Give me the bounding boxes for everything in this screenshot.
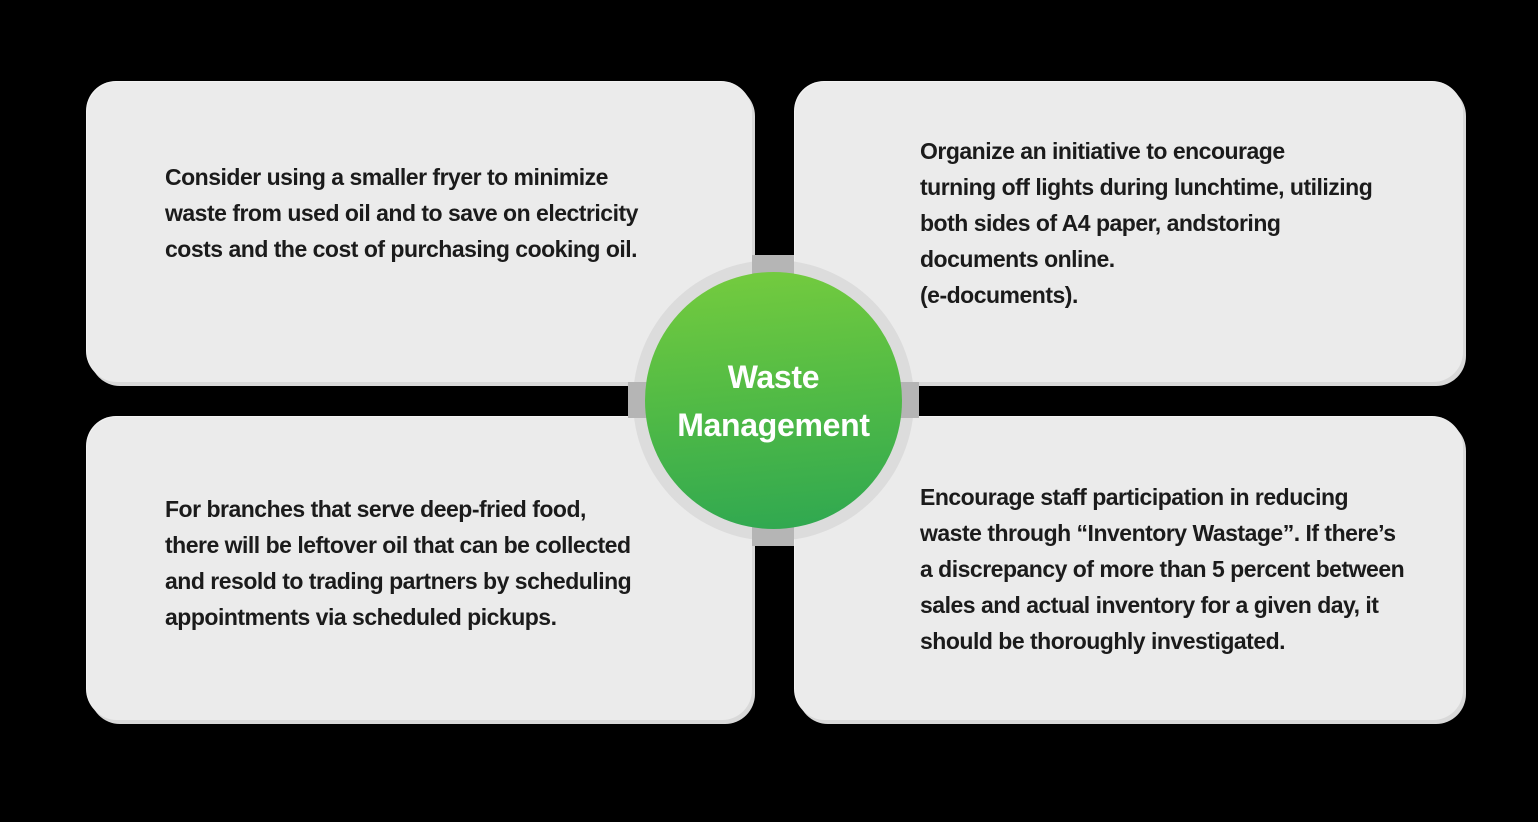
card-top-left: Consider using a smaller fryer to minimi…: [87, 82, 752, 382]
card-bottom-right: Encourage staff participation in reducin…: [795, 417, 1463, 720]
card-bottom-left-text: For branches that serve deep-fried food,…: [165, 496, 632, 630]
card-bottom-right-text: Encourage staff participation in reducin…: [920, 484, 1405, 654]
card-top-right: Organize an initiative to encourage turn…: [795, 82, 1463, 382]
center-circle: Waste Management: [645, 272, 902, 529]
card-top-left-text: Consider using a smaller fryer to minimi…: [165, 164, 638, 262]
card-top-right-text: Organize an initiative to encourage turn…: [920, 138, 1373, 308]
center-circle-title: Waste Management: [677, 358, 870, 443]
card-bottom-left: For branches that serve deep-fried food,…: [87, 417, 752, 720]
